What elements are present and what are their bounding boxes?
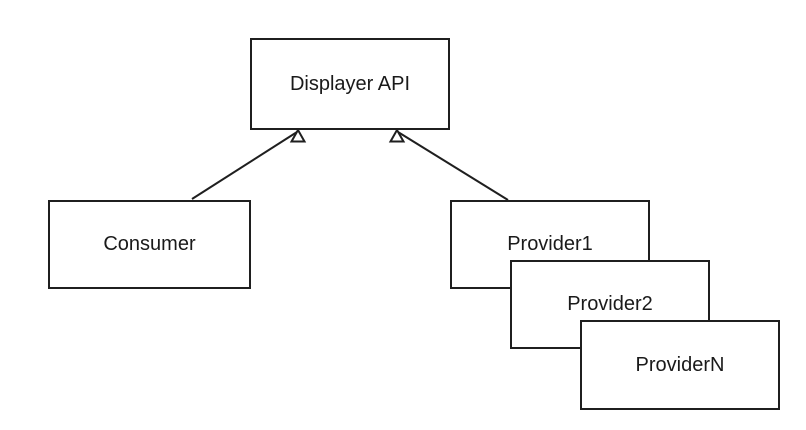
edge-consumer-to-displayer-api <box>191 131 298 200</box>
node-provider1-label: Provider1 <box>507 233 593 255</box>
open-arrowhead-provider-edge-icon <box>388 127 406 143</box>
node-consumer: Consumer <box>48 200 251 289</box>
open-arrowhead-consumer-edge-icon <box>289 127 307 143</box>
node-displayer-api: Displayer API <box>250 38 450 130</box>
node-providern-label: ProviderN <box>635 353 725 376</box>
node-consumer-label: Consumer <box>103 233 196 255</box>
node-provider2-label: Provider2 <box>567 293 653 315</box>
node-providern: ProviderN <box>580 320 780 410</box>
node-displayer-api-label: Displayer API <box>289 72 411 95</box>
edge-provider1-to-displayer-api <box>397 131 509 201</box>
